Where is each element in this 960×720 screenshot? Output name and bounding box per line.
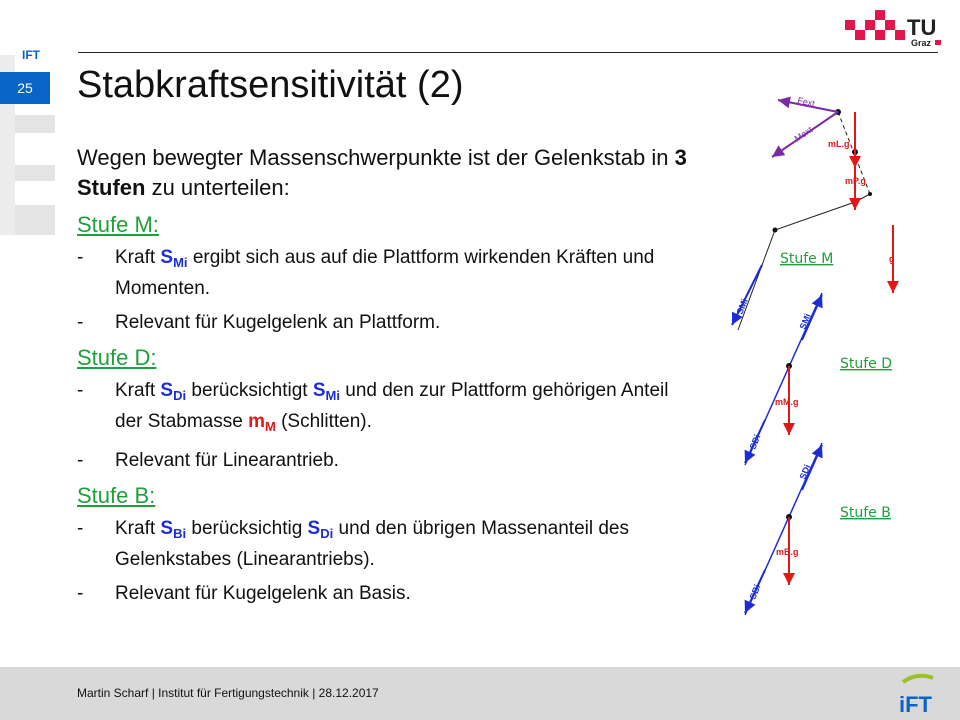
svg-text:Graz: Graz: [911, 38, 932, 48]
mmg-label: mM.g: [775, 397, 799, 407]
stufe-d-link[interactable]: Stufe D: [840, 356, 892, 372]
stage-d-heading: Stufe D:: [77, 345, 157, 370]
sdi-label-d: SDi: [748, 433, 763, 451]
slide-content: Wegen bewegter Massenschwerpunkte ist de…: [77, 143, 687, 615]
page-number: 25: [0, 72, 50, 104]
force-diagram: Fext Mext mL.g mP.g g SMi Stufe M SMi SD…: [731, 95, 899, 616]
fext-arrow: [777, 96, 839, 113]
stufe-m-link[interactable]: Stufe M: [780, 251, 833, 267]
stage-m-heading: Stufe M:: [77, 212, 159, 237]
intro-text: Wegen bewegter Massenschwerpunkte ist de…: [77, 145, 687, 200]
svg-text:IFT: IFT: [22, 48, 41, 62]
linkage: [737, 109, 872, 331]
stage-d-bullet-1: - Kraft SDi berücksichtigt SMi und den z…: [77, 380, 669, 434]
stage-b-heading: Stufe B:: [77, 483, 156, 508]
sdi-label-b: SDi: [798, 463, 813, 481]
smi-label-m: SMi: [735, 297, 750, 316]
ift-logo: iFT: [899, 673, 934, 716]
smi-arrow-m: [731, 264, 763, 326]
stage-m-bullet-2: - Relevant für Kugelgelenk an Plattform.: [77, 312, 441, 333]
footer-bar: [0, 667, 960, 720]
smi-label-d: SMi: [798, 312, 813, 331]
sbi-label-b: SBi: [748, 583, 763, 601]
mpg-label: mP.g: [845, 176, 866, 186]
sdi-arrow-b: [801, 444, 823, 491]
gravity-label: g: [889, 254, 895, 264]
header-rule: [78, 52, 938, 53]
stage-d-bullet-2: - Relevant für Linearantrieb.: [77, 450, 339, 471]
smi-arrow-d: [801, 294, 823, 341]
mlg-label: mL.g: [828, 139, 850, 149]
slide-title: Stabkraftsensitivität (2): [77, 64, 464, 106]
sbi-arrow-b: [744, 569, 766, 614]
mext-label: Mext: [793, 124, 815, 143]
footer-text: Martin Scharf | Institut für Fertigungst…: [77, 686, 379, 700]
sdi-arrow-d: [744, 419, 766, 464]
mbg-label: mB.g: [776, 547, 799, 557]
mext-arrow: [771, 111, 839, 158]
fext-label: Fext: [797, 95, 817, 109]
stage-b-bullet-1: - Kraft SBi berücksichtig SDi und den üb…: [77, 518, 629, 570]
svg-text:TU: TU: [907, 15, 936, 40]
stufe-b-link[interactable]: Stufe B: [840, 505, 891, 521]
stage-b-bullet-2: - Relevant für Kugelgelenk an Basis.: [77, 583, 411, 604]
svg-text:iFT: iFT: [899, 692, 933, 716]
tu-graz-logo: TU Graz: [845, 10, 941, 48]
stage-m-bullet-1: - Kraft SMi ergibt sich aus auf die Plat…: [77, 247, 655, 299]
